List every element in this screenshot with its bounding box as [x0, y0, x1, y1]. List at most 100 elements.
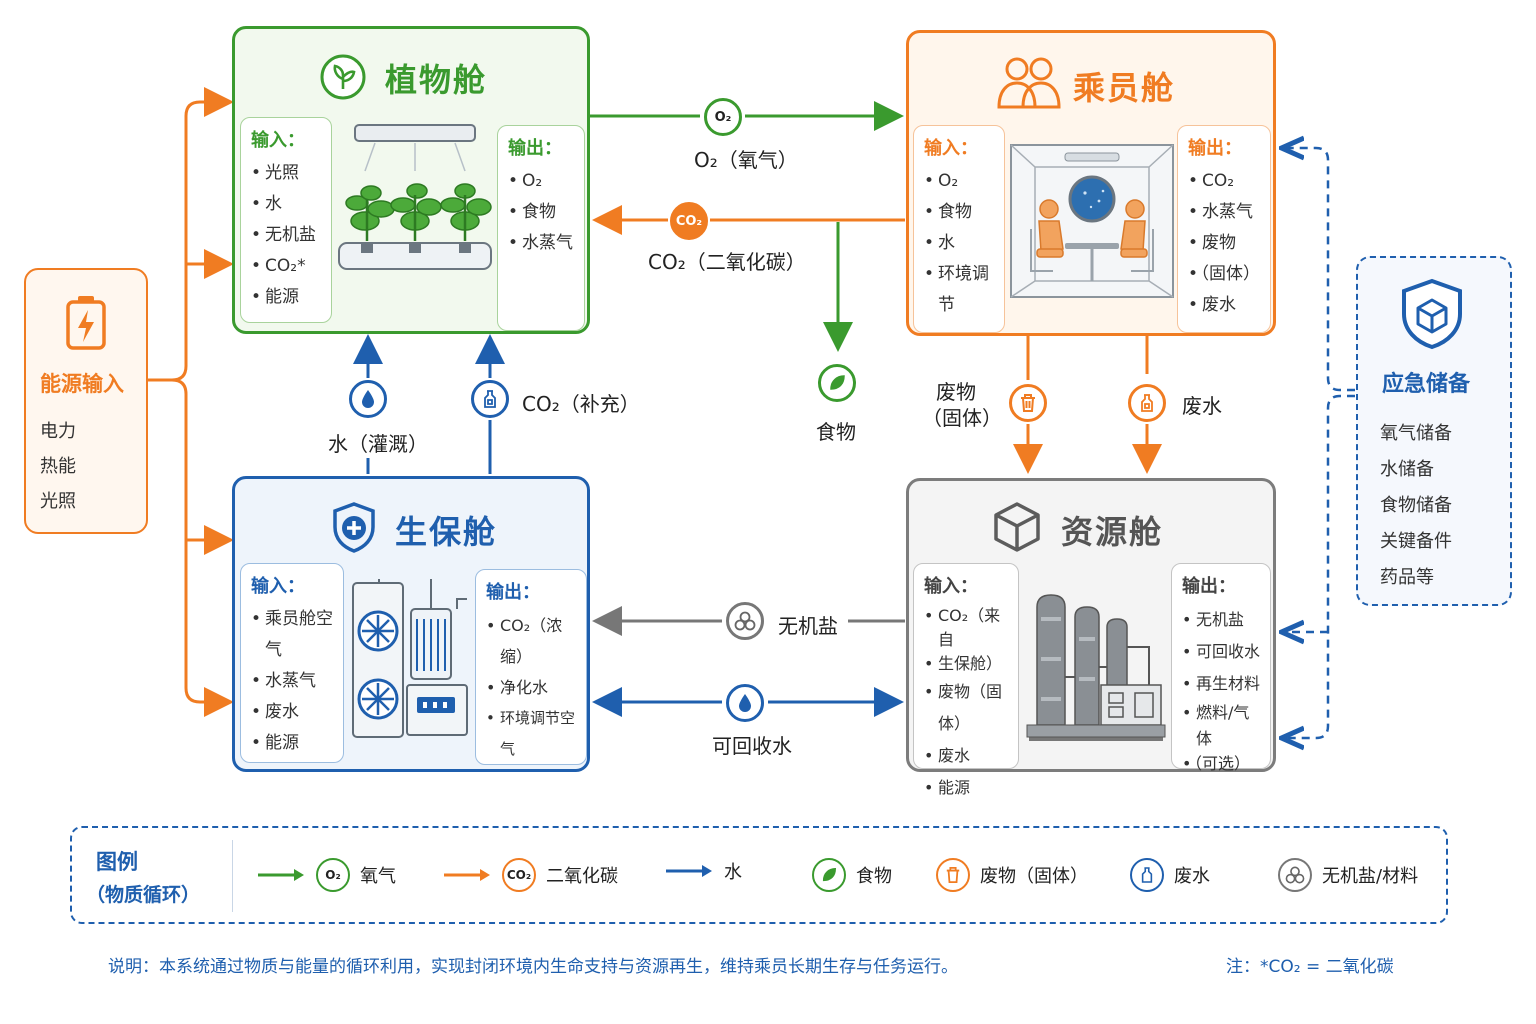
resource-output-item: 燃料/气体 — [1182, 700, 1260, 752]
crew-input-item: 水 — [924, 228, 994, 259]
plant-input-item: CO₂* — [251, 251, 321, 282]
shield-plus-icon — [331, 501, 377, 553]
emergency-reserve-list: 氧气储备 水储备 食物储备 关键备件 药品等 — [1380, 416, 1452, 596]
water-drop-icon — [362, 390, 374, 408]
plant-output-panel: 输出： O₂ 食物 水蒸气 — [497, 125, 585, 331]
resource-input-item: 废物（固体） — [924, 676, 1008, 740]
crew-output-panel: 输出： CO₂ 水蒸气 废物 （固体） 废水 — [1177, 125, 1271, 333]
crew-people-icon — [997, 55, 1061, 109]
footer-footnote: 注：*CO₂ = 二氧化碳 — [1226, 957, 1394, 977]
life-input-item: 乘员舱空气 — [251, 604, 333, 666]
crew-output-item: CO₂ — [1188, 166, 1260, 197]
legend-waste-label: 废物（固体） — [980, 866, 1088, 887]
crew-output-item: 水蒸气 — [1188, 197, 1260, 228]
legend-box — [70, 826, 1448, 924]
legend-leaf-icon — [812, 858, 846, 892]
legend-o2-badge: O₂ — [316, 858, 350, 892]
o2-badge: O₂ — [704, 98, 742, 136]
minerals-flow-label: 无机盐 — [778, 614, 838, 638]
emergency-reserve-title: 应急储备 — [1382, 372, 1471, 397]
recycled-water-badge — [726, 684, 764, 722]
plant-output-item: O₂ — [508, 166, 574, 197]
plant-growth-illustration — [335, 121, 495, 301]
legend-wastewater-label: 废水 — [1174, 866, 1210, 887]
recycled-water-flow-label: 可回收水 — [712, 734, 792, 758]
life-support-machine-illustration — [349, 576, 473, 741]
legend-item-food: 食物 — [812, 858, 892, 892]
life-input-item: 能源 — [251, 728, 333, 759]
plant-output-header: 输出： — [508, 138, 562, 159]
water-drop-badge — [349, 380, 387, 418]
legend-food-label: 食物 — [856, 866, 892, 887]
life-output-header: 输出： — [486, 582, 540, 603]
life-input-header: 输入： — [251, 576, 305, 597]
life-support-module: 生保舱 输入： 乘员舱空气 水蒸气 废水 能源 输出： CO₂（浓缩） — [232, 476, 590, 772]
waste-solid-label-1: 废物 — [936, 380, 976, 404]
co2-flow-label: CO₂（二氧化碳） — [648, 250, 806, 274]
wastewater-badge — [1128, 384, 1166, 422]
life-output-item: 净化水 — [486, 672, 576, 703]
trash-icon — [1021, 394, 1035, 412]
legend-divider — [232, 840, 233, 912]
plant-input-header: 输入： — [251, 130, 305, 151]
crew-input-header: 输入： — [924, 138, 978, 159]
food-badge — [818, 364, 856, 402]
wastewater-flow-label: 废水 — [1182, 394, 1222, 418]
energy-input-title: 能源输入 — [40, 372, 124, 396]
legend-item-co2: CO₂ 二氧化碳 — [444, 858, 618, 892]
resource-processing-illustration — [1023, 577, 1169, 743]
legend-item-wastewater: 废水 — [1130, 858, 1210, 892]
bottle-icon — [1141, 394, 1153, 412]
crew-input-item: 食物 — [924, 197, 994, 228]
life-input-panel: 输入： 乘员舱空气 水蒸气 废水 能源 — [240, 563, 344, 763]
crew-output-item: 废水 — [1188, 290, 1260, 321]
legend-bottle-icon — [1130, 858, 1164, 892]
minerals-icon — [734, 611, 756, 631]
crew-module-title: 乘员舱 — [1073, 69, 1176, 107]
legend-minerals-label: 无机盐/材料 — [1322, 866, 1419, 887]
crew-output-header: 输出： — [1188, 138, 1242, 159]
footer-note: 说明：本系统通过物质与能量的循环利用，实现封闭环境内生命支持与资源再生，维持乘员… — [108, 957, 958, 977]
legend-water-label: 水 — [724, 862, 742, 883]
crew-output-item: 废物 — [1188, 228, 1260, 259]
legend-item-water: 水 — [666, 858, 742, 884]
food-flow-label: 食物 — [816, 420, 856, 444]
plant-input-item: 光照 — [251, 158, 321, 189]
battery-icon — [64, 294, 108, 350]
resource-output-panel: 输出： 无机盐 可回收水 再生材料 燃料/气体 （可选） — [1171, 563, 1271, 776]
resource-input-item: 废水 — [924, 740, 1008, 772]
plant-input-item: 水 — [251, 189, 321, 220]
resource-output-item: （可选） — [1182, 752, 1260, 776]
o2-flow-label: O₂（氧气） — [694, 148, 798, 172]
life-input-item: 废水 — [251, 697, 333, 728]
plant-output-item: 水蒸气 — [508, 228, 574, 259]
cube-icon — [991, 501, 1043, 553]
legend-green-arrow — [258, 869, 304, 881]
legend-minerals-icon — [1278, 858, 1312, 892]
waste-solid-label-2: （固体） — [922, 406, 1002, 430]
emergency-item: 食物储备 — [1380, 495, 1452, 516]
plant-input-panel: 输入： 光照 水 无机盐 CO₂* 能源 — [240, 117, 332, 323]
crew-input-item: 环境调节 — [924, 259, 994, 321]
resource-input-header: 输入： — [924, 576, 978, 597]
crew-input-panel: 输入： O₂ 食物 水 环境调节 — [913, 125, 1005, 333]
resource-input-item: 生保舱） — [924, 652, 1008, 676]
legend-subtitle: （物质循环） — [86, 884, 201, 906]
crew-input-item: O₂ — [924, 166, 994, 197]
co2-supply-badge — [471, 380, 509, 418]
emergency-item: 关键备件 — [1380, 531, 1452, 552]
crew-output-item: （固体） — [1188, 259, 1260, 290]
emergency-item: 水储备 — [1380, 459, 1434, 480]
emergency-dashed-links — [1284, 148, 1355, 738]
resource-output-item: 再生材料 — [1182, 668, 1260, 700]
life-output-item: 环境调节空气 — [486, 703, 576, 765]
crew-cabin-illustration — [1007, 141, 1177, 301]
shield-box-icon — [1400, 278, 1464, 350]
legend-orange-arrow — [444, 869, 490, 881]
legend-item-o2: O₂ 氧气 — [258, 858, 396, 892]
resource-output-item: 可回收水 — [1182, 636, 1260, 668]
legend-item-waste: 废物（固体） — [936, 858, 1088, 892]
emergency-reserve-panel: 应急储备 氧气储备 水储备 食物储备 关键备件 药品等 — [1356, 256, 1512, 606]
emergency-item: 药品等 — [1380, 567, 1434, 588]
